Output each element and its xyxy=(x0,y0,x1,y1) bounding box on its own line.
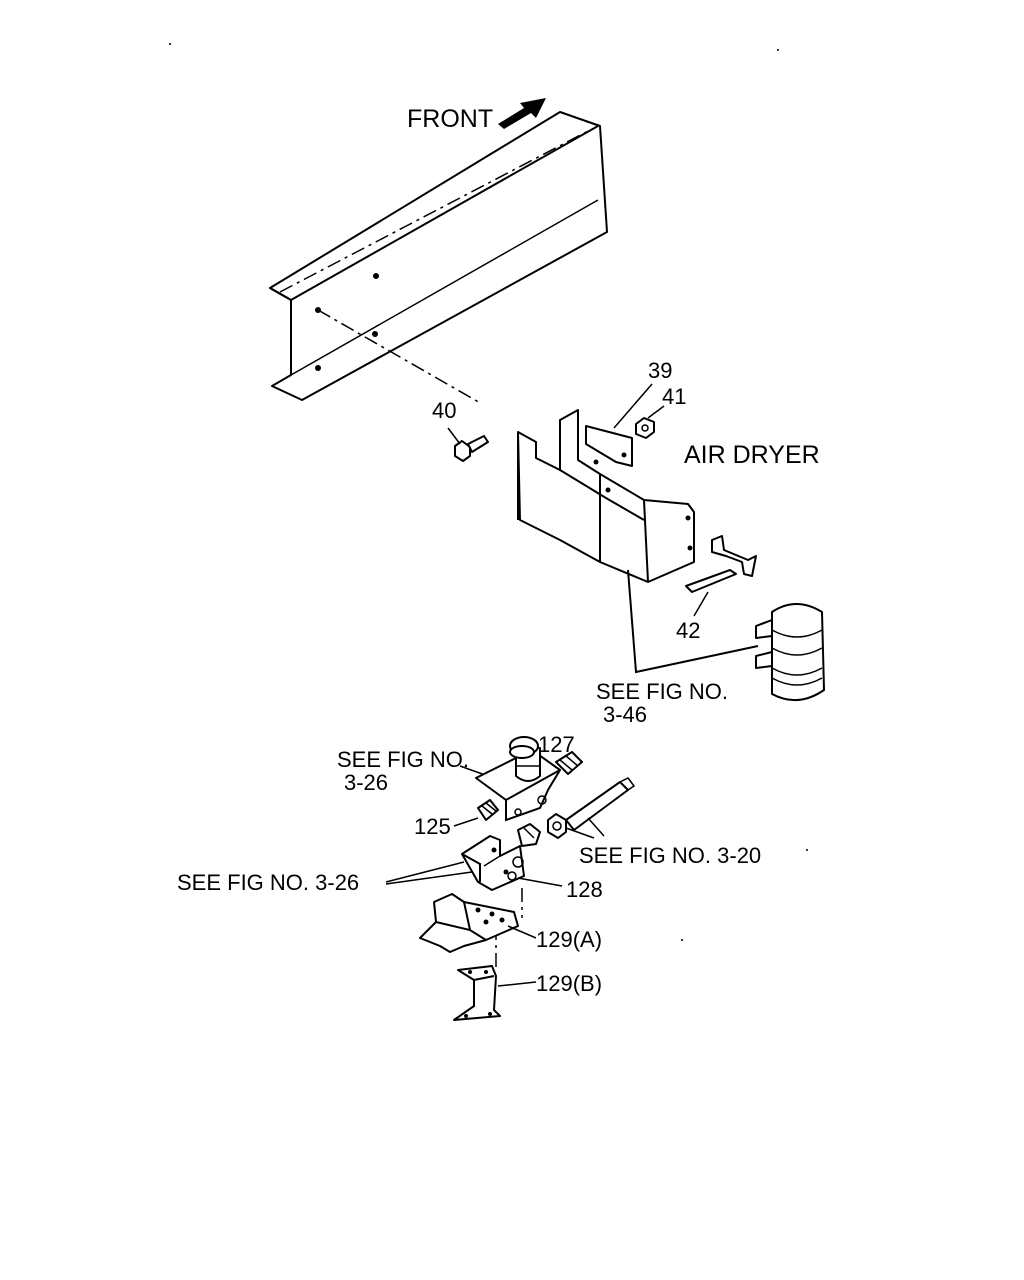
nut-icon xyxy=(635,417,655,439)
air-dryer-canister xyxy=(755,603,825,701)
front-arrow-icon xyxy=(498,98,546,129)
front-label: FRONT xyxy=(407,105,493,133)
part-127-label: 127 xyxy=(538,732,575,757)
part-41-label: 41 xyxy=(662,384,686,409)
ref-3-26-top-line2: 3-26 xyxy=(344,770,388,795)
fitting-125-icon xyxy=(477,799,499,821)
fitting-127-icon xyxy=(555,751,583,775)
leader-129a xyxy=(507,925,537,939)
bolt-icon xyxy=(447,427,489,462)
part-40-label: 40 xyxy=(432,398,456,423)
ref-3-46-line1: SEE FIG NO. xyxy=(596,679,728,704)
ref-3-46-line2: 3-46 xyxy=(603,702,647,727)
bracket-129a xyxy=(419,893,519,953)
valve-bracket xyxy=(461,835,525,891)
ref-3-26-left-label: SEE FIG NO. 3-26 xyxy=(177,870,359,895)
bracket-129b xyxy=(453,965,501,1021)
part-125-label: 125 xyxy=(414,814,451,839)
elbow-fitting-icon xyxy=(517,823,541,847)
leader-125 xyxy=(453,817,479,827)
ref-3-20-label: SEE FIG NO. 3-20 xyxy=(579,843,761,868)
part-129b-label: 129(B) xyxy=(536,971,602,996)
air-dryer-strap xyxy=(685,535,757,617)
part-42-label: 42 xyxy=(676,618,700,643)
hose-assembly xyxy=(547,777,636,839)
part-128-label: 128 xyxy=(566,877,603,902)
leader-128 xyxy=(517,877,563,887)
leader-3-26-left xyxy=(385,861,473,885)
leader-3-46 xyxy=(627,569,759,674)
part-129a-label: 129(A) xyxy=(536,927,602,952)
leader-3-20 xyxy=(565,817,605,839)
valve-assembly xyxy=(475,736,561,822)
ref-3-26-top-line1: SEE FIG NO. xyxy=(337,747,469,772)
leader-41 xyxy=(647,405,665,419)
leader-129b xyxy=(497,981,537,987)
frame-rail xyxy=(269,111,608,405)
air-dryer-label: AIR DRYER xyxy=(684,441,820,469)
part-39-label: 39 xyxy=(648,358,672,383)
air-dryer-bracket xyxy=(517,409,695,583)
leader-39 xyxy=(613,383,653,429)
